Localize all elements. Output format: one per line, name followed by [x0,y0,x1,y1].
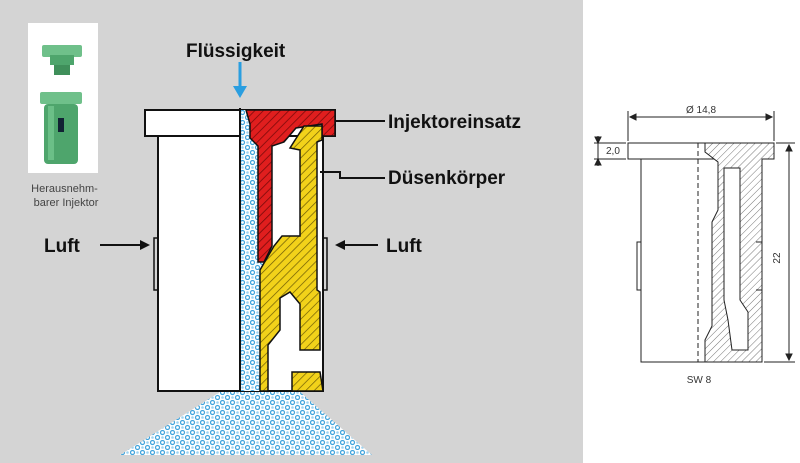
dimension-height: 22 [772,252,783,264]
label-nozzle-body: Düsenkörper [388,168,506,189]
injector-photo [28,23,98,173]
wrench-size-label: SW 8 [687,375,712,386]
leader-nozzle-body [320,171,385,179]
dimension-diameter: Ø 14,8 [686,105,716,116]
label-air-right: Luft [386,236,423,257]
label-injector-insert: Injektoreinsatz [388,112,521,133]
label-liquid: Flüssigkeit [186,41,286,62]
technical-drawing [594,111,795,363]
label-air-left: Luft [44,236,81,257]
air-arrow-left [100,240,150,250]
air-arrow-right [335,240,378,250]
nozzle-body-shape [259,125,324,392]
injector-insert-shape [245,109,336,263]
dimension-flange-height: 2,0 [606,146,620,157]
label-removable-injector: Herausnehm- barer Injektor [31,183,101,209]
spray-droplets [120,392,372,455]
